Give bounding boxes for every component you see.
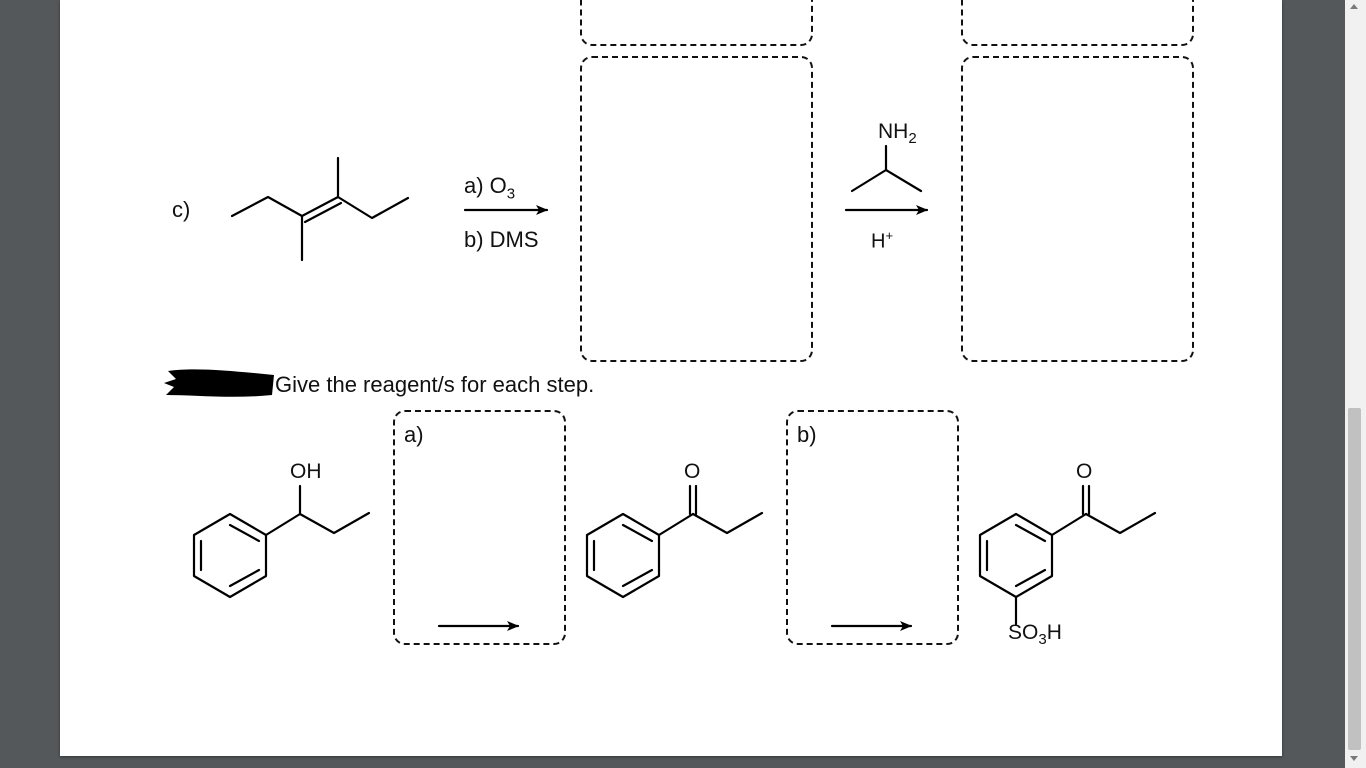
reagent-a-subscript: 3 (506, 185, 516, 203)
ozonolysis-reagent-a: a) O3 (464, 173, 515, 202)
scroll-up-icon[interactable] (1350, 4, 1358, 9)
amine-reagent-label: NH2 (878, 120, 917, 147)
sulfonic-acid-subscript: 3 (1038, 631, 1047, 649)
reagent-box-b[interactable] (786, 410, 959, 645)
acid-text: H (871, 230, 886, 253)
sulfonic-acid-label: SO3H (1008, 621, 1062, 648)
document-page: c) a) O3 b) DMS NH2 H+ Give the reagent/… (60, 0, 1282, 756)
reagent-box-a-label: a) (404, 422, 424, 447)
reagent-box-b-label: b) (797, 422, 817, 447)
part-c-label: c) (172, 197, 191, 222)
amine-text: NH (878, 120, 909, 143)
reagent-box-a[interactable] (393, 410, 566, 645)
answer-box-product[interactable] (961, 56, 1194, 362)
hydroxyl-label: OH (290, 460, 322, 483)
sulfonic-acid-tail: H (1046, 621, 1062, 644)
ozonolysis-reagent-b: b) DMS (464, 227, 539, 252)
ketone-oxygen-label: O (684, 460, 701, 483)
answer-box-top-right-partial[interactable] (961, 0, 1194, 46)
vertical-scrollbar[interactable] (1345, 0, 1366, 768)
sulfonic-acid-text: SO (1008, 621, 1039, 644)
amine-subscript: 2 (908, 130, 917, 148)
instruction-text: Give the reagent/s for each step. (275, 372, 595, 397)
scroll-down-icon[interactable] (1350, 756, 1358, 761)
ketone-structure (585, 484, 764, 599)
acid-catalyst-label: H+ (871, 228, 893, 254)
chemical-structures (192, 144, 1157, 631)
reagent-a-text: a) O (464, 173, 507, 198)
redaction-mark (164, 369, 274, 397)
product-ketone-oxygen-label: O (1076, 460, 1093, 483)
answer-box-intermediate[interactable] (580, 56, 813, 362)
alkene-structure (230, 156, 410, 262)
answer-box-top-left-partial[interactable] (580, 0, 813, 46)
alcohol-structure (192, 484, 371, 599)
sulfonated-ketone-structure (978, 484, 1157, 626)
scrollbar-thumb[interactable] (1348, 408, 1361, 750)
isopropylamine-structure (850, 144, 923, 193)
acid-superscript: + (885, 228, 894, 243)
